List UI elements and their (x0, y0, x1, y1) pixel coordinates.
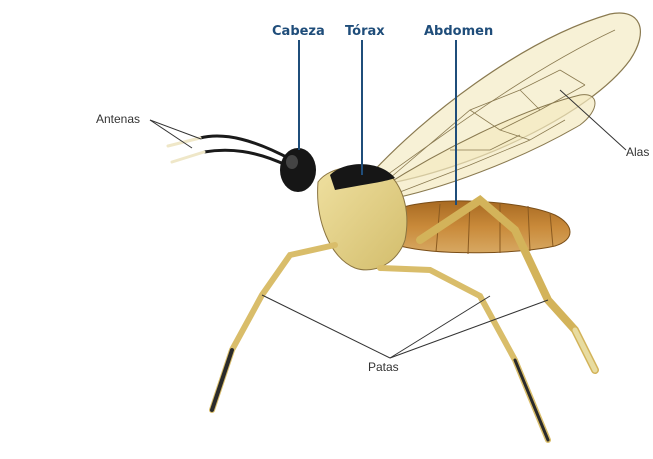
label-head: Cabeza (272, 24, 325, 39)
eye (286, 155, 298, 169)
label-abdomen: Abdomen (424, 24, 493, 39)
head (280, 148, 316, 192)
wings (370, 13, 640, 200)
label-wings: Alas (626, 145, 649, 159)
antennae (168, 136, 292, 166)
label-antennae: Antenas (96, 112, 140, 126)
abdomen (395, 201, 570, 253)
label-legs: Patas (368, 360, 399, 374)
label-thorax: Tórax (345, 24, 385, 39)
